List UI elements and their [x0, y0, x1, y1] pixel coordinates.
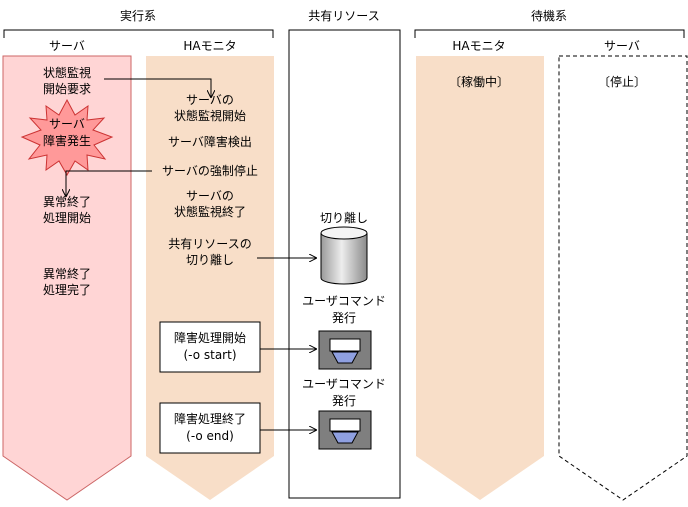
failure-detect-text: サーバ障害検出: [168, 134, 252, 149]
lane-standby-server: [558, 55, 688, 501]
group-shared-label: 共有リソース: [308, 9, 379, 23]
user-command-1-icon: [318, 330, 372, 370]
fault-end-line1: 障害処理終了: [174, 411, 246, 426]
detach-resource-line2: 切り離し: [186, 253, 234, 267]
abnormal-start-line1: 異常終了: [43, 194, 91, 209]
monitor-end-line2: 状態監視終了: [174, 204, 246, 219]
monitor-start-line2: 状態監視開始: [174, 108, 246, 123]
arrow-monitor-request: [104, 78, 211, 97]
fault-end-line2: (-o end): [186, 429, 234, 443]
lane-active-ha: [146, 56, 274, 500]
group-active-label: 実行系: [120, 8, 156, 23]
failure-line2: 障害発生: [43, 133, 91, 148]
monitor-request-line2: 開始要求: [43, 82, 91, 96]
detach-resource-line1: 共有リソースの: [168, 237, 251, 251]
fault-end-box: [159, 402, 261, 454]
group-standby-label: 待機系: [531, 8, 567, 23]
lane-standby-ha-label: HAモニタ: [452, 39, 505, 53]
group-standby-bracket: [414, 29, 685, 38]
group-active-bracket: [3, 29, 274, 38]
force-stop-text: サーバの強制停止: [162, 163, 258, 178]
arrow-force-stop: [66, 170, 152, 196]
monitor-request-line1: 状態監視: [43, 65, 91, 80]
user-cmd-1-line2: 発行: [332, 311, 356, 325]
monitor-end-line1: サーバの: [186, 189, 234, 203]
fault-start-line1: 障害処理開始: [174, 330, 246, 345]
user-cmd-1-line1: ユーザコマンド: [302, 294, 386, 308]
standby-server-status: 〔停止〕: [598, 74, 646, 89]
failure-burst-icon: [20, 98, 114, 177]
lane-active-server: [2, 55, 132, 501]
standby-ha-status: 〔稼働中〕: [449, 74, 509, 89]
fault-start-box: [159, 321, 261, 373]
detach-label: 切り離し: [320, 211, 368, 225]
failure-line1: サーバ: [49, 117, 85, 131]
lane-standby-ha: [416, 56, 544, 500]
user-cmd-2-line1: ユーザコマンド: [302, 377, 386, 391]
lane-active-server-label: サーバ: [49, 39, 85, 53]
abnormal-done-line1: 異常終了: [43, 266, 91, 281]
user-cmd-2-line2: 発行: [332, 394, 356, 408]
lane-active-ha-label: HAモニタ: [183, 39, 236, 53]
shared-disk-icon: [320, 226, 368, 285]
monitor-start-line1: サーバの: [186, 93, 234, 107]
abnormal-start-line2: 処理開始: [43, 211, 91, 225]
user-command-2-icon: [318, 410, 372, 450]
fault-start-line2: (-o start): [183, 348, 236, 362]
lane-standby-server-label: サーバ: [604, 39, 640, 53]
abnormal-done-line2: 処理完了: [43, 282, 91, 297]
